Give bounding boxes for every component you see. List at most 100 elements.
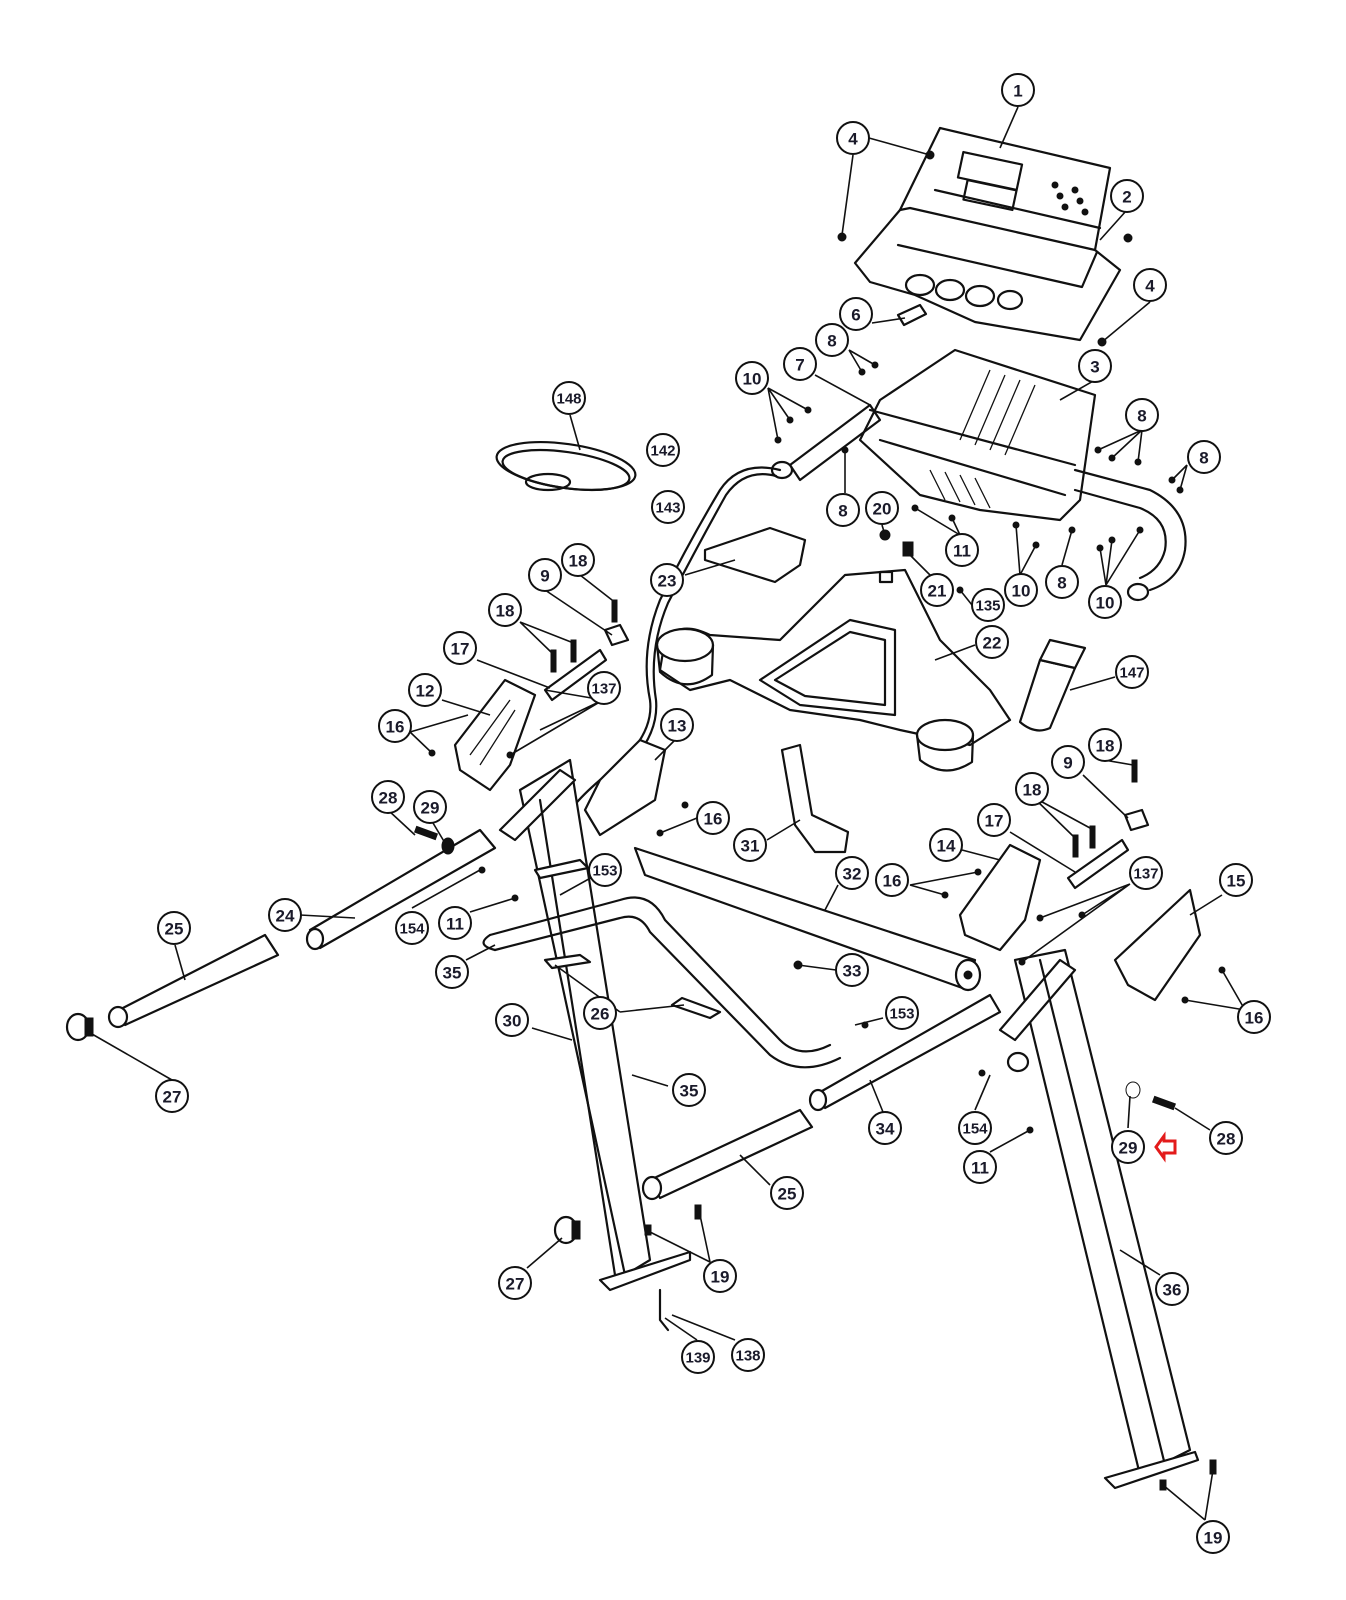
plate-17b <box>1066 838 1130 890</box>
water-bottle-147 <box>1018 638 1087 732</box>
callout-143: 143 <box>651 490 685 524</box>
callout-label: 21 <box>928 582 947 601</box>
callout-circle <box>826 493 860 527</box>
callout-circle <box>945 533 979 567</box>
callout-label: 10 <box>1096 594 1115 613</box>
callout-label: 148 <box>556 391 581 408</box>
callout-label: 4 <box>848 130 858 149</box>
callout-circle <box>868 1111 902 1145</box>
callout-12: 12 <box>408 673 442 707</box>
callout-8: 8 <box>1125 398 1159 432</box>
callout-135: 135 <box>971 588 1005 622</box>
callout-11: 11 <box>945 533 979 567</box>
callout-153: 153 <box>588 853 622 887</box>
callout-label: 18 <box>1023 781 1042 800</box>
callout-circle <box>975 625 1009 659</box>
callout-32: 32 <box>835 856 869 890</box>
callout-7: 7 <box>783 347 817 381</box>
callout-label: 17 <box>451 640 470 659</box>
callout-label: 2 <box>1122 188 1131 207</box>
callout-circle <box>731 1338 765 1372</box>
right-cover-15 <box>1113 888 1202 1002</box>
callout-18: 18 <box>1088 728 1122 762</box>
callout-28: 28 <box>371 780 405 814</box>
callout-label: 31 <box>741 837 760 856</box>
left-pivot-12 <box>453 678 537 792</box>
callout-circle <box>155 1079 189 1113</box>
callout-4: 4 <box>1133 268 1167 302</box>
leader-lines <box>84 106 1246 1521</box>
callout-label: 34 <box>876 1120 895 1139</box>
callout-29: 29 <box>413 790 447 824</box>
callout-circle <box>839 297 873 331</box>
callout-8: 8 <box>826 493 860 527</box>
callout-circle <box>408 673 442 707</box>
callout-label: 8 <box>838 502 847 521</box>
callout-circle <box>1187 440 1221 474</box>
callout-27: 27 <box>155 1079 189 1113</box>
callout-circle <box>681 1340 715 1374</box>
callout-circle <box>646 433 680 467</box>
callout-circle <box>1045 565 1079 599</box>
callout-circle <box>1111 1130 1145 1164</box>
callout-label: 35 <box>443 964 462 983</box>
callout-label: 30 <box>503 1012 522 1031</box>
callout-label: 27 <box>506 1275 525 1294</box>
callout-label: 147 <box>1119 665 1144 682</box>
callout-8: 8 <box>1045 565 1079 599</box>
callout-circle <box>1001 73 1035 107</box>
callout-label: 154 <box>399 921 425 938</box>
bent-tube-31 <box>780 743 850 854</box>
callout-8: 8 <box>815 323 849 357</box>
callout-label: 142 <box>650 443 675 460</box>
callout-label: 11 <box>971 1159 989 1178</box>
callout-label: 8 <box>1137 407 1146 426</box>
callout-circle <box>1115 655 1149 689</box>
callout-18: 18 <box>1015 772 1049 806</box>
right-pivot-14 <box>958 843 1042 952</box>
callout-circle <box>865 491 899 525</box>
callout-16: 16 <box>875 863 909 897</box>
callout-28: 28 <box>1209 1121 1243 1155</box>
callout-label: 8 <box>1057 574 1066 593</box>
callout-circle <box>395 911 429 945</box>
callout-label: 19 <box>711 1268 730 1287</box>
callout-label: 26 <box>591 1005 610 1024</box>
callout-circle <box>703 1259 737 1293</box>
callout-label: 7 <box>795 356 804 375</box>
callout-30: 30 <box>495 1003 529 1037</box>
callout-10: 10 <box>1004 573 1038 607</box>
accessory-tray-22 <box>655 568 1012 772</box>
callout-label: 18 <box>569 552 588 571</box>
callout-16: 16 <box>696 801 730 835</box>
callout-circle <box>1129 856 1163 890</box>
callout-circle <box>651 490 685 524</box>
handlebar-35 <box>488 896 832 1053</box>
tray-pad-23 <box>703 526 807 584</box>
plate-17a <box>543 648 608 702</box>
callout-circle <box>783 347 817 381</box>
callout-label: 35 <box>680 1082 699 1101</box>
callout-circle <box>498 1266 532 1300</box>
callout-154: 154 <box>395 911 429 945</box>
callout-25: 25 <box>770 1176 804 1210</box>
callout-circle <box>443 631 477 665</box>
cross-tube-32 <box>633 846 982 992</box>
callout-label: 13 <box>668 717 687 736</box>
callout-142: 142 <box>646 433 680 467</box>
callout-153: 153 <box>885 996 919 1030</box>
callout-22: 22 <box>975 625 1009 659</box>
callout-circle <box>1196 1520 1230 1554</box>
callout-label: 11 <box>953 542 971 561</box>
grip-25a <box>113 933 280 1027</box>
callout-label: 154 <box>962 1121 988 1138</box>
callout-29: 29 <box>1111 1130 1145 1164</box>
callout-circle <box>733 828 767 862</box>
callout-circle <box>435 955 469 989</box>
callout-circle <box>696 801 730 835</box>
callout-33: 33 <box>835 953 869 987</box>
callout-circle <box>672 1073 706 1107</box>
callout-label: 16 <box>883 872 902 891</box>
callout-label: 19 <box>1204 1529 1223 1548</box>
